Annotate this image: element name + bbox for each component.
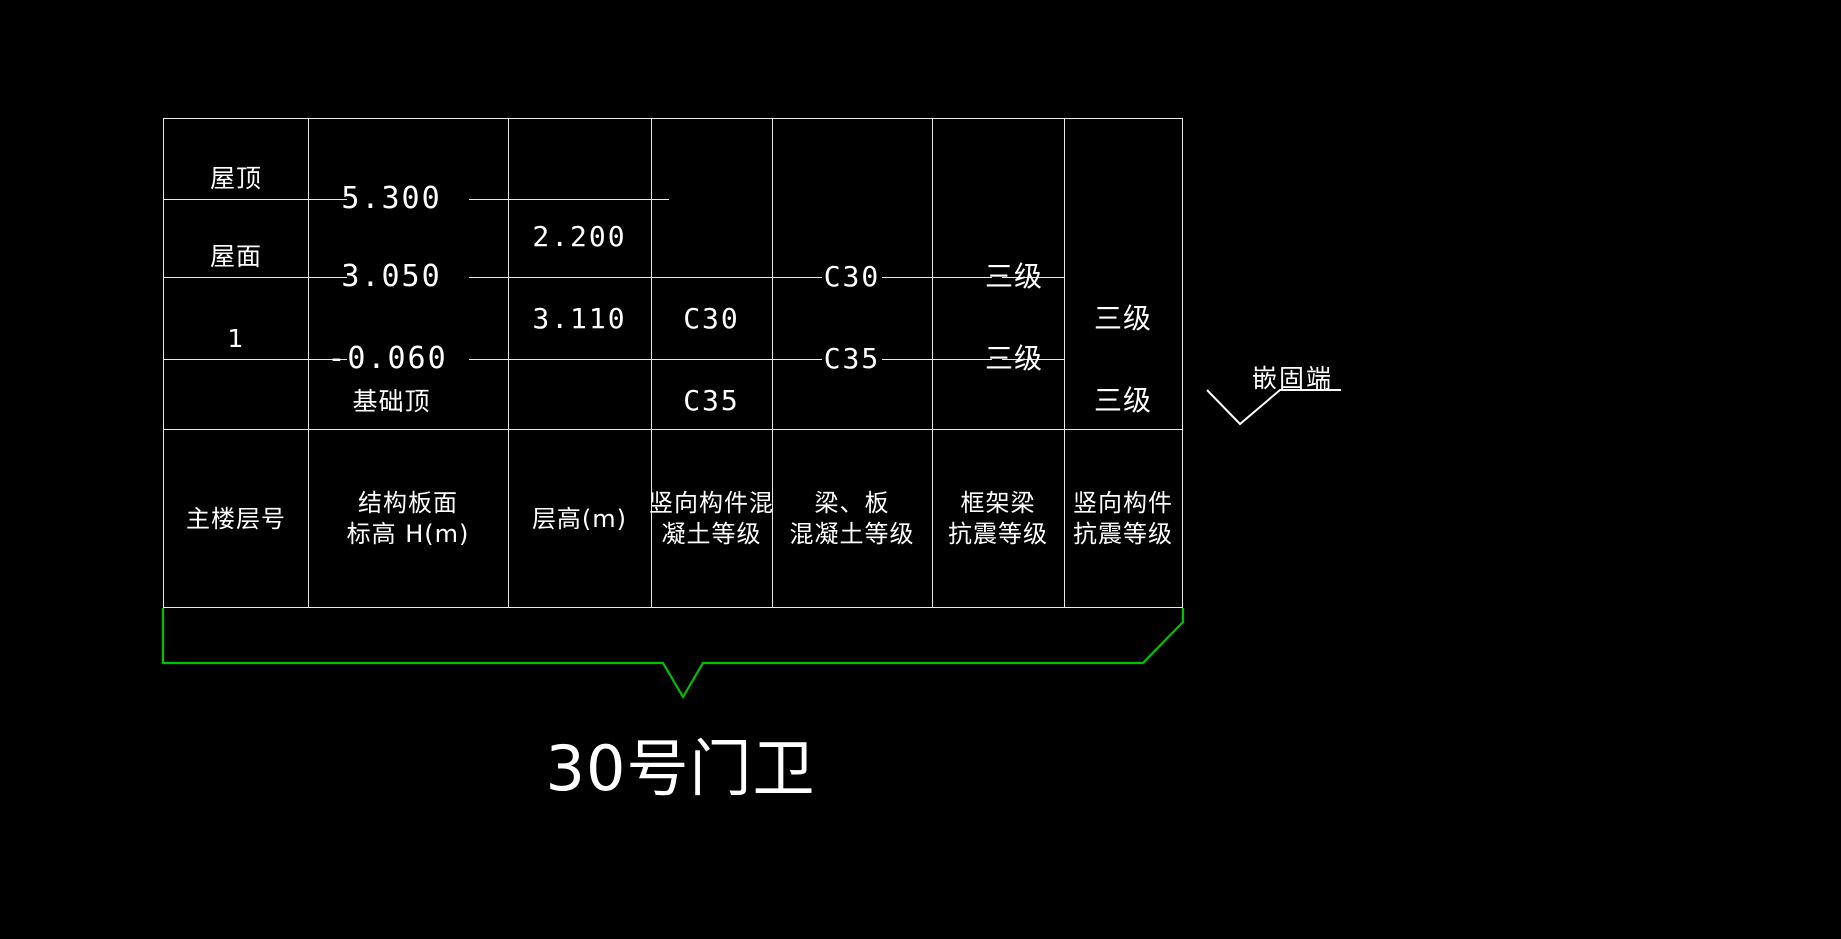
structural-level-table: 屋顶 屋面 1 5.300 3.050 -0.060 基础顶 2.200 3.1…: [163, 118, 1183, 608]
header-vertical-seismic: 竖向构件 抗震等级: [1073, 489, 1173, 548]
drawing-title-wrap: 30号门卫: [0, 718, 1841, 808]
beam-tick-4: [882, 359, 992, 360]
column-divider-1: [308, 119, 309, 607]
vertical-seismic-2: 三级: [1093, 384, 1152, 418]
frame-beam-seismic-1: 三级: [984, 260, 1043, 294]
bracket-path: [161, 608, 1185, 700]
storey-rule-2: [508, 359, 651, 360]
storey-rule-1: [508, 277, 651, 278]
header-main-level: 主楼层号: [186, 504, 286, 533]
vertical-concrete-c30: C30: [683, 302, 740, 336]
vconc-rule-1: [651, 277, 772, 278]
vertical-concrete-c35: C35: [683, 384, 740, 418]
header-beam-slab-concrete: 梁、板 混凝土等级: [789, 489, 915, 548]
column-divider-5: [932, 119, 933, 607]
header-vertical-concrete: 竖向构件混 凝土等级: [649, 489, 774, 548]
row-rule-roof-top: [164, 199, 347, 200]
header-frame-beam-seismic: 框架梁 抗震等级: [948, 489, 1048, 548]
row-rule-l1: [164, 359, 347, 360]
column-divider-6: [1064, 119, 1065, 607]
beam-tick-2: [772, 359, 822, 360]
vconc-rule-2: [651, 359, 772, 360]
row-rule-roof: [164, 277, 347, 278]
frame-beam-seismic-2: 三级: [984, 342, 1043, 376]
beam-tick-3: [882, 277, 992, 278]
column-divider-2: [508, 119, 509, 607]
beam-tick-1: [772, 277, 822, 278]
level-value-roof-top: 屋顶: [209, 164, 262, 193]
level-value-roof: 屋面: [209, 242, 262, 271]
header-separator: [164, 429, 1182, 430]
elevation-value-3050: 3.050: [341, 258, 442, 294]
column-divider-3: [651, 119, 652, 607]
frame-tick-1: [1002, 277, 1064, 278]
level-value-1: 1: [227, 324, 245, 353]
column-divider-4: [772, 119, 773, 607]
beam-slab-concrete-c35: C35: [823, 342, 881, 376]
elevation-value-5300: 5.300: [341, 180, 442, 216]
embed-end-label: 嵌固端: [1252, 364, 1334, 393]
drawing-title: 30号门卫: [545, 732, 816, 805]
beam-slab-concrete-c30: C30: [823, 260, 881, 294]
foundation-top-label: 基础顶: [352, 387, 431, 416]
storey-height-3110: 3.110: [532, 302, 627, 336]
embed-leader-path: [1206, 389, 1341, 426]
header-storey-height: 层高(m): [531, 504, 628, 533]
vertical-seismic-1: 三级: [1093, 302, 1152, 336]
storey-height-2200: 2.200: [532, 220, 627, 254]
frame-tick-2: [1002, 359, 1064, 360]
elev-tick-5300: [469, 199, 669, 200]
elevation-value-minus0060: -0.060: [327, 340, 448, 376]
header-slab-elevation: 结构板面 标高 H(m): [346, 489, 470, 548]
